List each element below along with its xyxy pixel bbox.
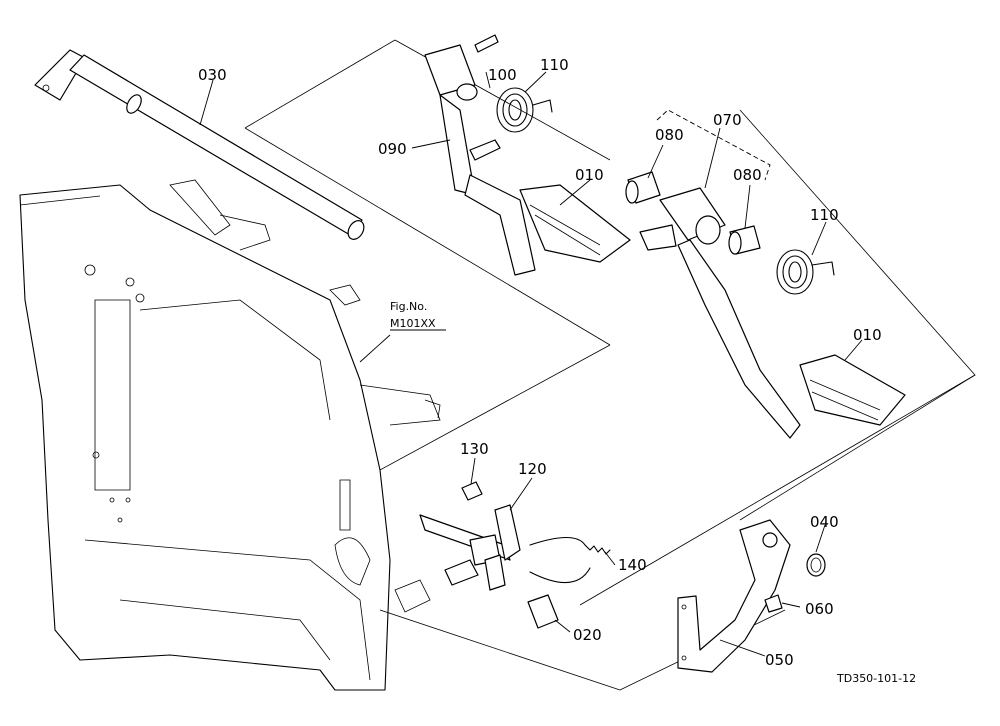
callout-120: 120 <box>518 460 547 478</box>
part-120-lever <box>419 504 521 591</box>
callout-080-left: 080 <box>655 126 684 144</box>
callout-060: 060 <box>805 600 834 618</box>
part-090-pedal-arm <box>424 44 536 276</box>
callout-140: 140 <box>618 556 647 574</box>
callout-080-right: 080 <box>733 166 762 184</box>
part-060-nut <box>764 594 783 613</box>
callout-010-upper: 010 <box>575 166 604 184</box>
callout-090: 090 <box>378 140 407 158</box>
part-030-shaft <box>34 49 365 240</box>
part-100-pin <box>474 34 499 53</box>
drawing-code: TD350-101-12 <box>836 672 916 685</box>
part-080-bushing-right <box>728 225 761 255</box>
callout-010-lower: 010 <box>853 326 882 344</box>
part-110-spring-upper <box>496 87 553 133</box>
part-040-snap-ring <box>806 553 826 577</box>
callout-050: 050 <box>765 651 794 669</box>
part-020-rubber-pad <box>527 594 559 629</box>
fig-label: Fig.No. <box>390 300 427 313</box>
part-010-pedal-pad-upper <box>519 184 631 263</box>
part-080-bushing-left <box>625 171 661 204</box>
chassis-frame <box>19 179 441 691</box>
callout-070: 070 <box>713 111 742 129</box>
callout-labels: 030 100 110 090 080 070 010 080 110 010 … <box>198 56 882 669</box>
callout-100: 100 <box>488 66 517 84</box>
part-110-spring-lower <box>776 249 835 295</box>
part-010-pedal-pad-lower <box>799 354 906 426</box>
part-140-spring <box>529 536 611 584</box>
part-070-bracket-dashed <box>656 109 771 181</box>
callout-110-lower: 110 <box>810 206 839 224</box>
callout-030: 030 <box>198 66 227 84</box>
callout-130: 130 <box>460 440 489 458</box>
part-070-pedal-arm <box>639 187 801 439</box>
callout-020: 020 <box>573 626 602 644</box>
figure-reference: Fig.No. M101XX <box>390 300 446 331</box>
callout-040: 040 <box>810 513 839 531</box>
part-130-cap <box>461 481 483 501</box>
leader-lines <box>199 71 863 657</box>
fig-number: M101XX <box>390 317 436 330</box>
part-050-bracket <box>677 519 791 673</box>
callout-110-upper: 110 <box>540 56 569 74</box>
